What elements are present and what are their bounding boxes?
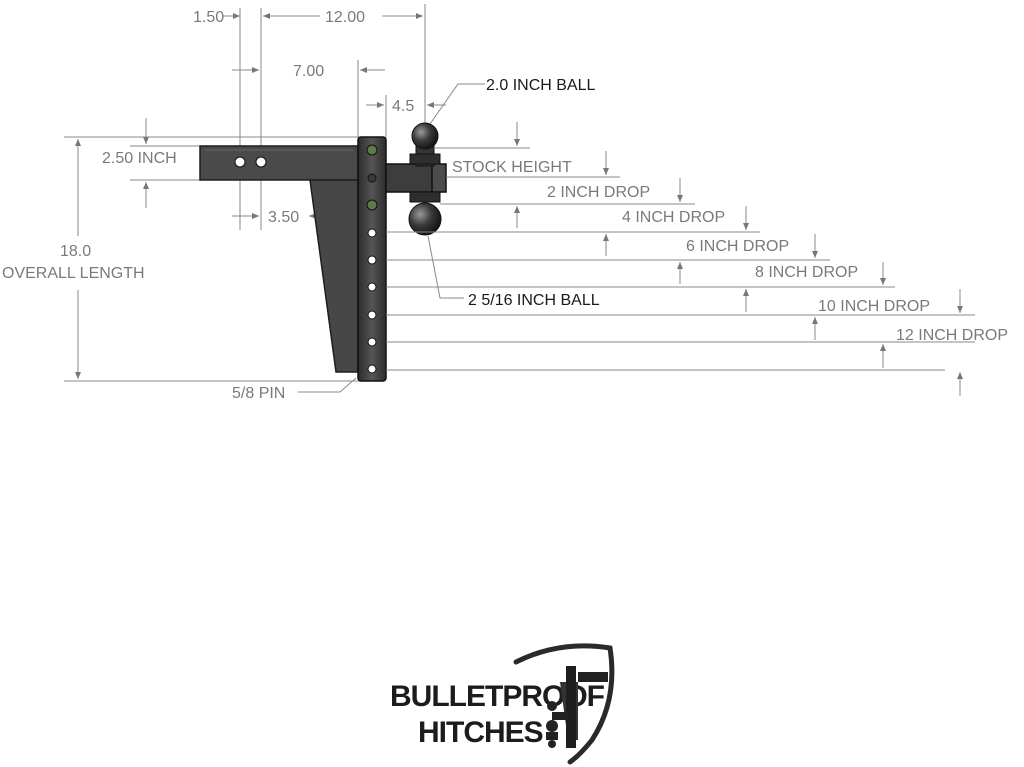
shank <box>199 145 359 181</box>
bulletproof-hitches-logo: BULLETPROOF HITCHES <box>390 643 615 765</box>
mini-hitch-icon <box>546 666 608 748</box>
shank-hole <box>234 156 246 168</box>
drop-label-12: 12 INCH DROP <box>896 327 1008 344</box>
overall-width-label: 12.00 <box>325 9 365 26</box>
drop-label-10: 10 INCH DROP <box>818 298 930 315</box>
logo-line2: HITCHES <box>418 716 543 749</box>
ball-mount <box>385 163 435 193</box>
overall-length-value: 18.0 <box>60 243 91 260</box>
shank-offset-label: 1.50 <box>193 9 224 26</box>
top-ball <box>411 122 439 150</box>
drop-label-8: 8 INCH DROP <box>755 264 858 281</box>
shield-icon <box>513 643 615 765</box>
adjustment-holes <box>366 144 378 374</box>
shank-hole <box>255 156 267 168</box>
pin-label: 5/8 PIN <box>232 385 285 402</box>
top-ball-label: 2.0 INCH BALL <box>486 77 595 94</box>
left-dimensions <box>64 118 360 393</box>
ball-offset-label: 4.5 <box>392 98 414 115</box>
shank-height-label: 2.50 INCH <box>102 150 177 167</box>
drop-label-2: 2 INCH DROP <box>547 184 650 201</box>
hitch-body <box>199 122 447 382</box>
drop-label-6: 6 INCH DROP <box>686 238 789 255</box>
bottom-ball-label: 2 5/16 INCH BALL <box>468 292 600 309</box>
shank-to-hole-label: 3.50 <box>268 209 299 226</box>
drop-label-4: 4 INCH DROP <box>622 209 725 226</box>
shank-length-label: 7.00 <box>293 63 324 80</box>
overall-length-label: OVERALL LENGTH <box>2 265 145 282</box>
bottom-ball <box>408 202 442 236</box>
drop-lines <box>386 122 975 396</box>
gusset <box>309 179 359 373</box>
drop-label-stock: STOCK HEIGHT <box>452 159 572 176</box>
